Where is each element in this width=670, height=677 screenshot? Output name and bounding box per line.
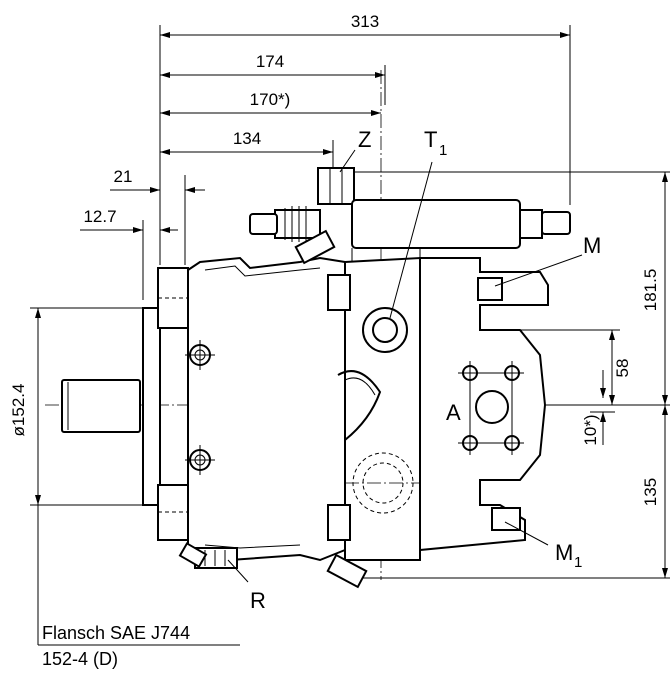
- port-label-m1: M: [555, 540, 573, 565]
- dim-lower-height: 135: [641, 478, 660, 506]
- dim-upper-height: 181.5: [641, 269, 660, 312]
- dim-port-a-offset: 58: [613, 359, 632, 378]
- dim-to-port-z: 134: [233, 129, 261, 148]
- port-label-m: M: [583, 233, 601, 258]
- port-plate: [344, 256, 421, 561]
- dim-flange-thickness: 12.7: [83, 207, 116, 226]
- hidden-bore: [345, 452, 420, 514]
- top-dimensions: [80, 25, 571, 300]
- port-a-flange: [458, 361, 524, 455]
- port-label-t1-subscript: 1: [439, 142, 447, 159]
- dim-flange-offset: 21: [114, 167, 133, 186]
- left-diameter-dimension: [30, 307, 150, 506]
- valve-block: [419, 257, 549, 552]
- port-label-m1-subscript: 1: [574, 554, 582, 571]
- bolt-upper: [185, 340, 215, 370]
- main-housing: [187, 256, 346, 562]
- dim-to-centre-note: 170*): [250, 90, 291, 109]
- dim-centre-offset-note: 10*): [581, 414, 600, 445]
- bolt-lower: [185, 445, 215, 475]
- control-valve: [249, 167, 571, 262]
- mounting-flange: [142, 307, 161, 506]
- t1-port-bore: [362, 307, 408, 353]
- dim-overall-width: 313: [351, 12, 379, 31]
- port-m-boss: [477, 277, 503, 301]
- pump-body: [61, 167, 571, 589]
- port-label-a: A: [446, 400, 461, 425]
- port-m1-boss: [491, 507, 521, 531]
- dim-flange-diameter: ø152.4: [9, 384, 28, 437]
- port-label-z: Z: [358, 127, 371, 152]
- swashplate-cutout: [337, 370, 382, 441]
- flange-note-line2: 152-4 (D): [42, 649, 118, 669]
- port-label-r: R: [250, 588, 266, 613]
- flange-note-leader: [37, 505, 240, 646]
- dim-to-port-t1: 174: [256, 52, 284, 71]
- port-leaders: [227, 149, 583, 583]
- flange-note-line1: Flansch SAE J744: [42, 623, 190, 643]
- port-label-t1: T: [424, 127, 437, 152]
- drive-shaft: [61, 379, 141, 433]
